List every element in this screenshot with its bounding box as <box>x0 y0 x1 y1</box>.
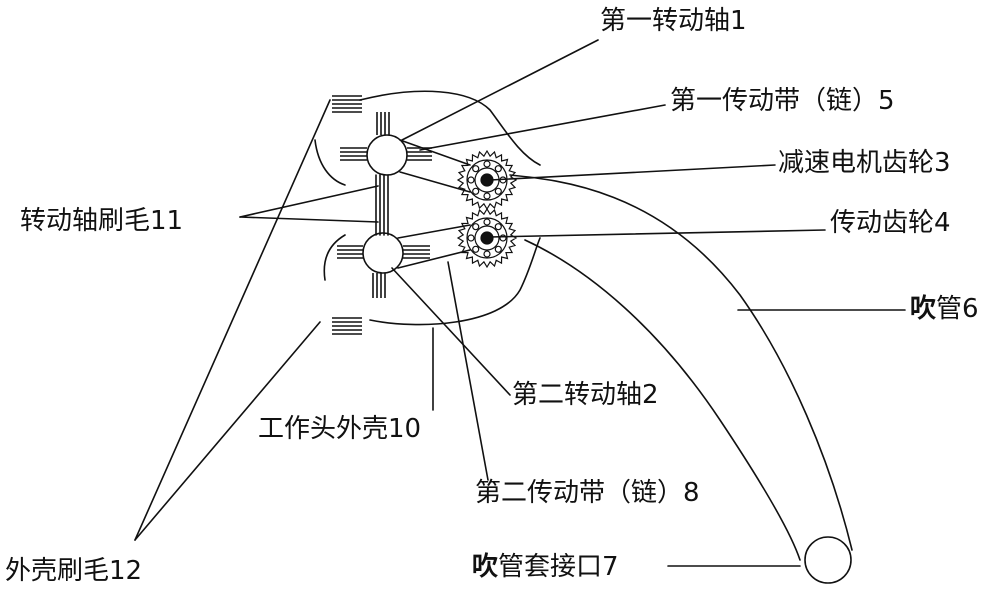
blow-pipe-outer <box>509 174 853 551</box>
belt2-top <box>397 224 471 239</box>
drive-gear-hole <box>467 234 475 242</box>
belt1-top <box>399 139 471 166</box>
leader-shell-bristle-a <box>134 99 331 541</box>
housing-bottom-curve <box>369 237 541 326</box>
label-shell-bristle: 外壳刷毛12 <box>5 556 143 586</box>
leader-belt1 <box>419 104 666 151</box>
motor-gear-hub <box>480 173 494 187</box>
drive-gear <box>456 207 518 269</box>
label-pipe-joint-bold: 吹 <box>472 552 499 582</box>
motor-gear-hole <box>483 160 491 168</box>
label-belt1: 第一传动带（链）5 <box>670 86 895 116</box>
label-drive-gear: 传动齿轮4 <box>830 208 951 238</box>
motor-gear-teeth <box>456 149 518 211</box>
first-shaft <box>366 134 408 176</box>
label-blow-pipe-rest: 管6 <box>936 294 979 324</box>
label-shaft-bristle: 转动轴刷毛11 <box>20 206 184 236</box>
drive-gear-hub <box>480 231 494 245</box>
housing-left-arc <box>314 139 346 186</box>
drive-gear-hole <box>494 245 502 253</box>
leader-bristle-a <box>239 185 379 218</box>
drive-gear-hole <box>483 250 491 258</box>
label-housing: 工作头外壳10 <box>258 414 422 444</box>
leader-belt2 <box>447 261 489 481</box>
label-blow-pipe: 吹管6 <box>910 296 979 322</box>
label-shaft1: 第一转动轴1 <box>600 6 747 36</box>
leader-shaft1 <box>401 39 599 141</box>
leader-motor-gear <box>489 164 776 181</box>
motor-gear-hole <box>494 187 502 195</box>
blow-pipe-inner <box>524 239 801 561</box>
motor-gear-hole <box>472 165 480 173</box>
drive-gear-hole <box>472 223 480 231</box>
drive-gear-teeth <box>456 207 518 269</box>
belt2-bottom <box>397 249 471 269</box>
drive-gear-hole <box>483 218 491 226</box>
leader-bristle-b <box>239 216 379 223</box>
motor-gear-hole <box>499 176 507 184</box>
motor-gear-hole <box>472 187 480 195</box>
motor-gear-hole <box>467 176 475 184</box>
drive-gear-hole <box>499 234 507 242</box>
motor-gear <box>456 149 518 211</box>
drive-gear-hole <box>472 245 480 253</box>
motor-gear-hole <box>483 192 491 200</box>
motor-gear-hub-ring <box>474 167 500 193</box>
second-shaft <box>362 232 404 274</box>
label-belt2: 第二传动带（链）8 <box>475 478 700 508</box>
pipe-joint-circle <box>804 536 852 584</box>
motor-gear-rim <box>466 159 508 201</box>
drive-gear-hole <box>494 223 502 231</box>
drive-gear-rim <box>466 217 508 259</box>
belt1-bottom <box>399 171 471 193</box>
motor-gear-hole <box>494 165 502 173</box>
housing-left-arc-lower <box>323 234 346 281</box>
leader-shell-bristle-b <box>134 321 321 541</box>
label-motor-gear: 减速电机齿轮3 <box>778 148 951 178</box>
label-blow-pipe-bold: 吹 <box>910 294 937 324</box>
drive-gear-hub-ring <box>474 225 500 251</box>
label-pipe-joint: 吹管套接口7 <box>472 554 619 580</box>
housing-outline <box>359 90 541 166</box>
label-shaft2: 第二转动轴2 <box>512 380 659 410</box>
leader-drive-gear <box>489 229 826 238</box>
label-pipe-joint-rest: 管套接口7 <box>498 552 619 582</box>
leader-shaft2 <box>391 267 511 396</box>
